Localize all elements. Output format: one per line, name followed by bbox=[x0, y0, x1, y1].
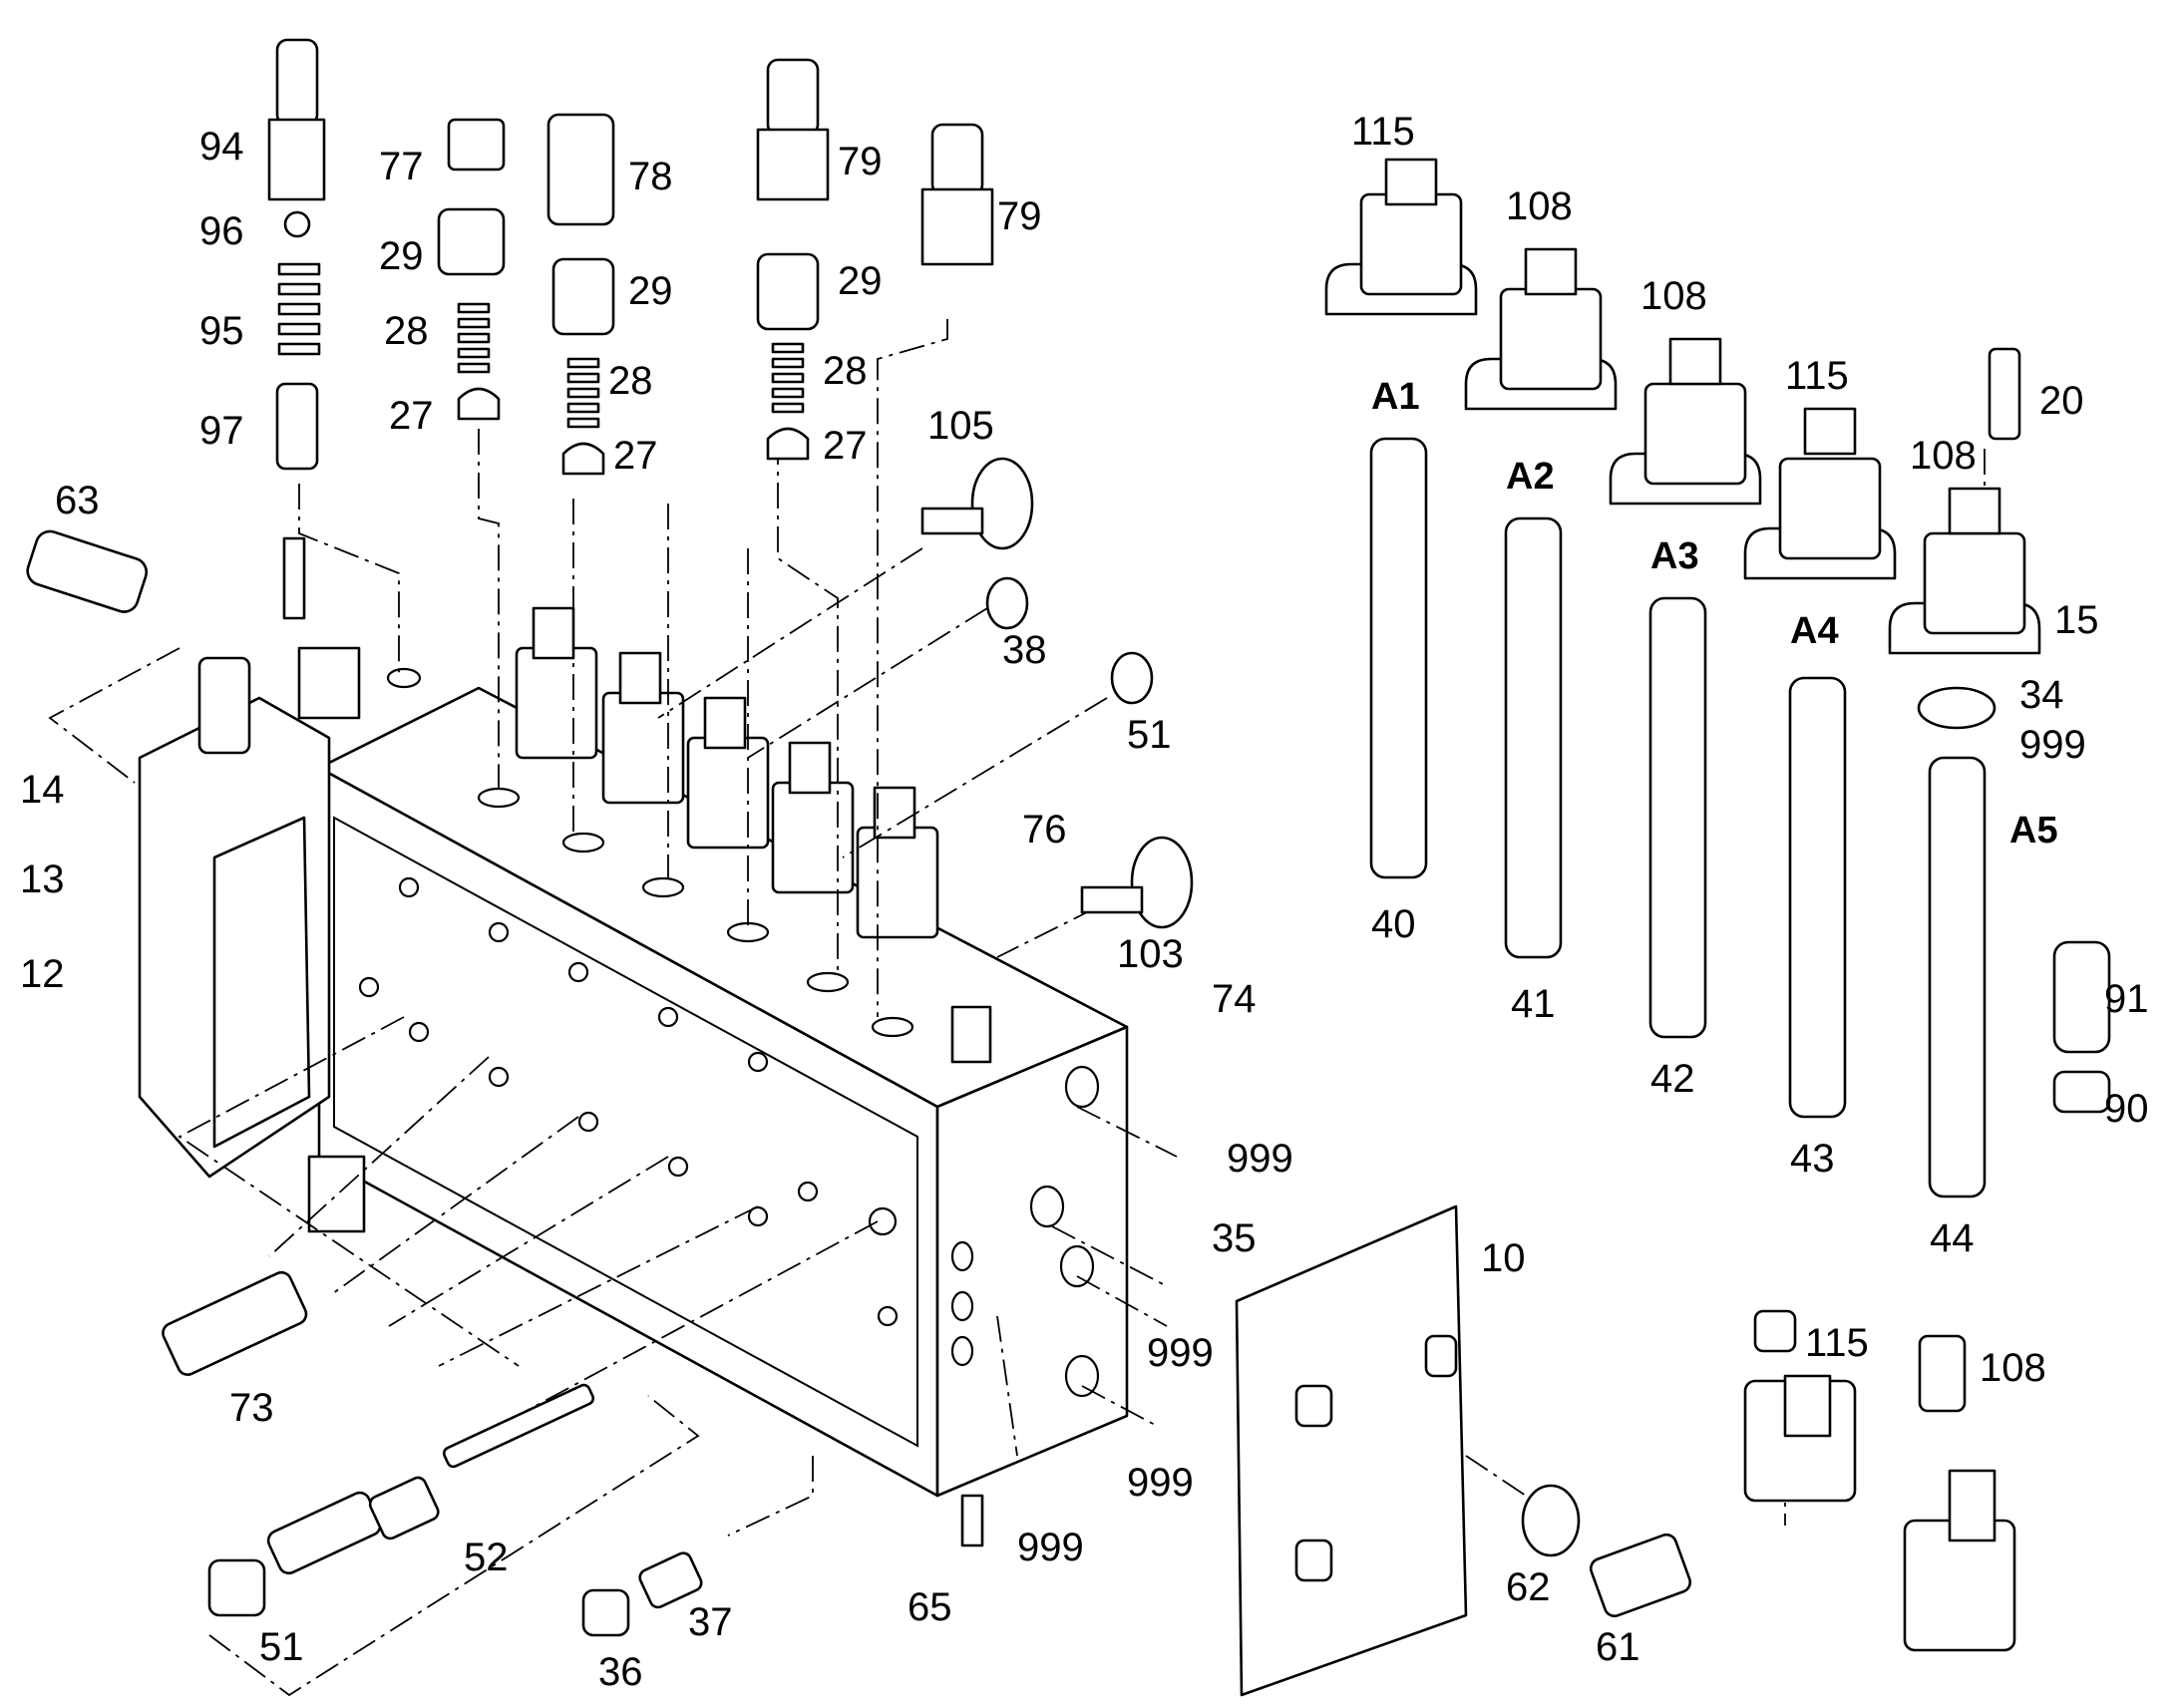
callout: 15 bbox=[2054, 598, 2099, 642]
callout: 63 bbox=[55, 479, 100, 522]
faceplate-holes bbox=[358, 876, 899, 1327]
side-ports bbox=[950, 1065, 1100, 1398]
callout: 95 bbox=[199, 309, 244, 353]
callout: 28 bbox=[823, 349, 868, 393]
centerlines bbox=[48, 319, 1986, 1697]
callout: 36 bbox=[598, 1650, 643, 1694]
callout: 34 bbox=[2019, 673, 2064, 717]
fitting-74 bbox=[950, 1005, 992, 1064]
callout: 28 bbox=[384, 309, 429, 353]
callout: 79 bbox=[838, 140, 883, 183]
callout: 27 bbox=[823, 424, 868, 468]
callout: 27 bbox=[389, 394, 434, 438]
callout: 51 bbox=[259, 1625, 304, 1669]
callout: 61 bbox=[1596, 1625, 1640, 1669]
callout: 14 bbox=[20, 768, 65, 812]
callout: 108 bbox=[1640, 274, 1707, 318]
section-label-a3: A3 bbox=[1650, 535, 1699, 577]
callout: 108 bbox=[1980, 1346, 2046, 1390]
parts-upper-left bbox=[267, 38, 615, 476]
solenoid-housings bbox=[515, 606, 939, 939]
callouts: 94 96 95 97 77 78 29 29 29 28 28 28 27 2… bbox=[20, 110, 2149, 1694]
callout: 40 bbox=[1371, 902, 1416, 946]
section-labels: A1 A2 A3 A4 A5 bbox=[1371, 376, 2058, 852]
parts-upper-right bbox=[1324, 158, 2041, 730]
callout: 97 bbox=[199, 409, 244, 453]
callout: 115 bbox=[1805, 1321, 1869, 1365]
callout: 38 bbox=[1002, 628, 1047, 672]
callout: 999 bbox=[2019, 723, 2086, 767]
top-ports bbox=[386, 667, 914, 1038]
parts-lower-right bbox=[1235, 1204, 2016, 1697]
left-side-module bbox=[138, 536, 366, 1233]
callout: 90 bbox=[2104, 1087, 2149, 1131]
callout: 79 bbox=[997, 194, 1042, 238]
callout: 115 bbox=[1351, 110, 1415, 154]
callout: 999 bbox=[1017, 1526, 1084, 1569]
callout: 65 bbox=[908, 1585, 952, 1629]
callout: 35 bbox=[1212, 1216, 1257, 1260]
callout: 74 bbox=[1212, 977, 1257, 1021]
callout: 108 bbox=[1506, 184, 1573, 228]
section-label-a4: A4 bbox=[1790, 610, 1839, 652]
callout: 28 bbox=[608, 359, 653, 403]
callout: 29 bbox=[838, 259, 883, 303]
parts-left bbox=[26, 529, 703, 1637]
callout: 73 bbox=[229, 1386, 274, 1430]
section-label-a1: A1 bbox=[1371, 376, 1420, 418]
callout: 13 bbox=[20, 857, 65, 901]
pin-65 bbox=[960, 1494, 984, 1547]
spools bbox=[1369, 437, 2111, 1198]
callout: 29 bbox=[379, 234, 424, 278]
callout: 94 bbox=[199, 125, 244, 169]
callout: 105 bbox=[927, 404, 994, 448]
callout: 999 bbox=[1147, 1331, 1214, 1375]
callout: 96 bbox=[199, 209, 244, 253]
callout: 999 bbox=[1127, 1461, 1194, 1505]
callout: 52 bbox=[464, 1536, 509, 1579]
callout: 62 bbox=[1506, 1565, 1551, 1609]
parts-upper-middle bbox=[756, 58, 1194, 929]
callout: 44 bbox=[1930, 1216, 1975, 1260]
callout: 43 bbox=[1790, 1137, 1835, 1181]
section-label-a2: A2 bbox=[1506, 456, 1555, 498]
callout: 42 bbox=[1650, 1057, 1695, 1101]
callout: 27 bbox=[613, 434, 658, 478]
callout: 12 bbox=[20, 952, 65, 996]
callout: 37 bbox=[688, 1600, 733, 1644]
callout: 77 bbox=[379, 145, 424, 188]
callout: 51 bbox=[1127, 713, 1172, 757]
callout: 20 bbox=[2039, 379, 2084, 423]
callout: 76 bbox=[1022, 808, 1067, 852]
callout: 115 bbox=[1785, 354, 1849, 398]
valve-block bbox=[138, 536, 1129, 1547]
callout: 78 bbox=[628, 155, 673, 198]
callout: 999 bbox=[1227, 1137, 1293, 1181]
callout: 103 bbox=[1117, 932, 1184, 976]
section-label-a5: A5 bbox=[2009, 810, 2058, 852]
callout: 29 bbox=[628, 269, 673, 313]
callout: 10 bbox=[1481, 1236, 1526, 1280]
callout: 41 bbox=[1511, 982, 1556, 1026]
callout: 108 bbox=[1910, 434, 1977, 478]
callout: 91 bbox=[2104, 977, 2149, 1021]
